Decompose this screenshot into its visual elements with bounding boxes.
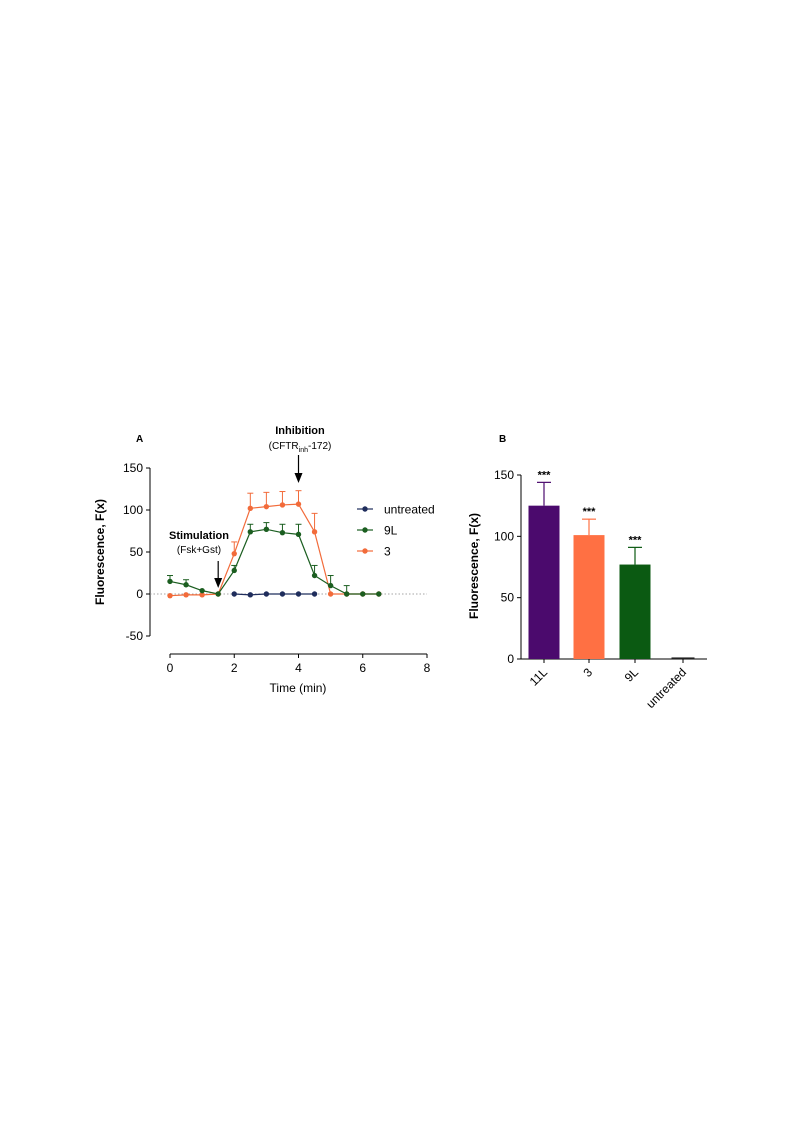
series-line [234, 593, 315, 596]
data-point [360, 591, 366, 597]
x-tick-label: 4 [295, 661, 302, 675]
x-tick-label: 11L [527, 665, 551, 689]
series-9L [167, 522, 382, 597]
panel-b-label: B [499, 434, 506, 445]
significance-label: *** [583, 506, 597, 518]
inhibition-label: Inhibition [275, 425, 325, 437]
data-point [311, 572, 318, 579]
bar-9L [619, 564, 651, 659]
bar-3 [573, 535, 605, 659]
significance-label: *** [629, 534, 643, 546]
x-tick-label: 2 [231, 661, 238, 675]
y-tick-label: 150 [123, 461, 143, 475]
y-tick-label: 100 [494, 529, 514, 543]
series-line [169, 528, 379, 595]
inhibition-sublabel-main: (CFTR [269, 441, 299, 452]
data-point [311, 591, 318, 597]
data-point [199, 587, 205, 594]
panel-a-label: A [136, 434, 143, 445]
y-tick-label: 150 [494, 468, 514, 482]
significance-label: *** [538, 469, 552, 481]
data-point [263, 503, 270, 510]
data-point [231, 591, 237, 597]
legend: untreated 9L 3 [357, 503, 435, 559]
data-point [247, 592, 254, 598]
y-tick-label: 50 [501, 591, 515, 605]
legend-label: 3 [384, 545, 391, 559]
data-point [279, 591, 286, 597]
legend-swatch-marker [362, 506, 368, 512]
data-point [247, 529, 254, 535]
x-tick-label: 3 [580, 665, 595, 680]
data-point [327, 591, 334, 597]
inhibition-sublabel-suffix: -172) [308, 441, 331, 452]
data-point [167, 578, 173, 585]
inhibition-sublabel: (CFTRinh-172) [269, 441, 332, 454]
data-point [279, 502, 286, 508]
x-tick-label: 6 [359, 661, 366, 675]
data-point [231, 550, 237, 557]
x-tick-label: 0 [167, 661, 174, 675]
x-tick-label: untreated [643, 665, 689, 711]
data-point [279, 529, 286, 536]
data-point [167, 592, 173, 599]
y-tick-label: 0 [136, 587, 143, 601]
data-point [311, 529, 318, 535]
data-point [183, 582, 189, 588]
data-point [263, 526, 270, 533]
data-point [183, 592, 189, 598]
data-point [263, 591, 270, 597]
data-point [327, 582, 334, 589]
legend-swatch-marker [362, 548, 368, 554]
y-tick-label: -50 [126, 629, 144, 643]
bar-11L [528, 505, 560, 659]
stimulation-sublabel: (Fsk+Gst) [177, 545, 221, 556]
inhibition-sublabel-subscript: inh [299, 447, 308, 454]
legend-label: untreated [384, 503, 435, 517]
x-tick-label: 9L [622, 665, 642, 685]
panel-a-ylabel: Fluorescence, F(x) [93, 499, 107, 605]
panel-a-line-chart: -50 0 50 100 150 0 2 4 6 8 untreated 9L 3 [123, 455, 435, 675]
data-point [199, 592, 205, 598]
panel-a-xlabel: Time (min) [270, 681, 327, 695]
series-untreated [231, 591, 318, 598]
y-tick-label: 100 [123, 503, 143, 517]
legend-swatch-marker [362, 527, 368, 533]
data-point [343, 591, 350, 597]
stimulation-arrow-head [214, 578, 223, 588]
data-point [247, 505, 254, 512]
data-point [376, 591, 382, 597]
panel-b-ylabel: Fluorescence, F(x) [467, 513, 481, 619]
legend-label: 9L [384, 524, 398, 538]
inhibition-arrow-head [294, 473, 303, 483]
data-point [215, 591, 221, 597]
y-tick-label: 0 [507, 652, 514, 666]
x-tick-label: 8 [424, 661, 431, 675]
data-point [295, 531, 302, 538]
data-point [295, 501, 302, 507]
y-tick-label: 50 [130, 545, 144, 559]
stimulation-label: Stimulation [169, 530, 229, 542]
data-point [295, 591, 302, 597]
data-point [231, 567, 237, 574]
